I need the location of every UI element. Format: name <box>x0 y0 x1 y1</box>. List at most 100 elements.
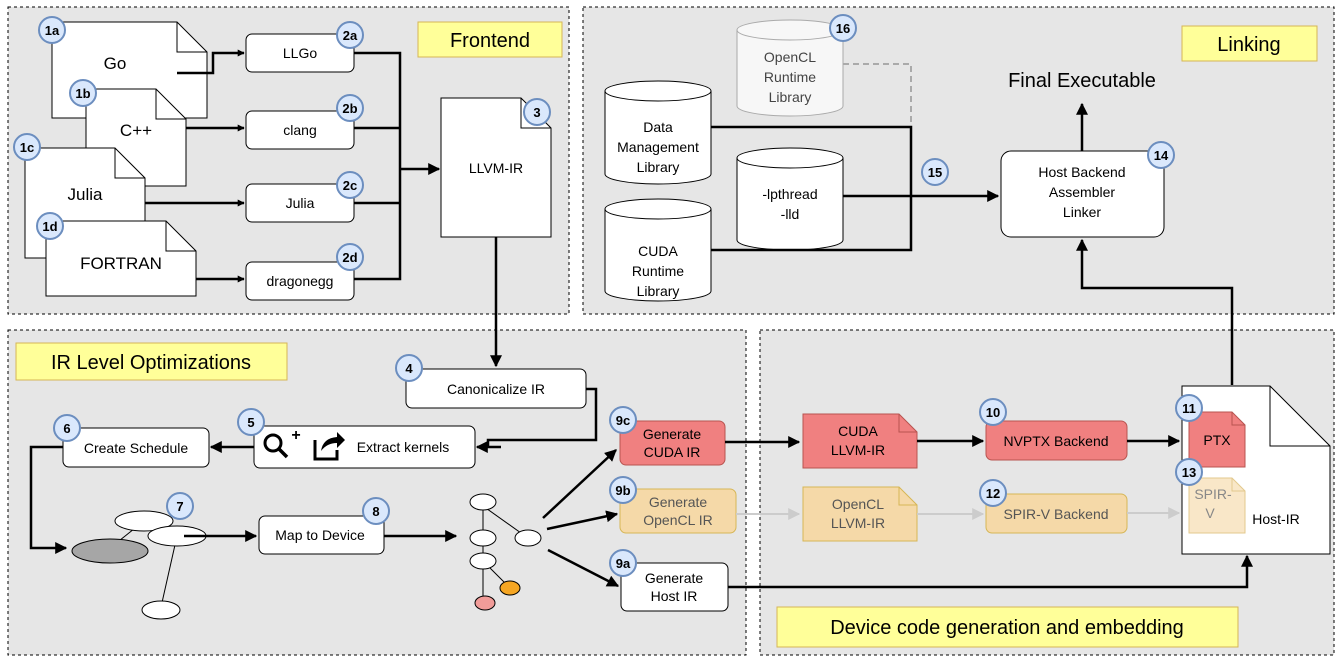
data-management-library <box>604 80 712 185</box>
cuda-runtime-line2: Runtime <box>632 263 684 279</box>
host-ir-fold <box>1269 386 1330 447</box>
llvm-ir-doc-fold <box>520 98 551 129</box>
arrow-to-gen-host <box>547 548 620 588</box>
cpp-source-label: C++ <box>120 121 152 140</box>
svg-text:1b: 1b <box>75 86 90 101</box>
badge-11: 11 <box>1175 394 1203 422</box>
badge-2a: 2a <box>336 21 364 49</box>
opencl-runtime-library <box>736 19 844 117</box>
svg-text:1d: 1d <box>42 219 57 234</box>
badge-12: 12 <box>979 479 1007 507</box>
svg-text:9a: 9a <box>616 556 631 571</box>
ptx-label: PTX <box>1203 432 1231 448</box>
svg-text:2c: 2c <box>343 178 357 193</box>
gen-cuda-line1: Generate <box>643 426 702 442</box>
badge-9a: 9a <box>609 549 637 577</box>
linking-label-box <box>1181 25 1318 62</box>
frontend-label-box <box>417 21 563 58</box>
data-mgmt-line2: Management <box>617 139 699 155</box>
svg-text:1a: 1a <box>45 23 60 38</box>
opencl-llvm-fold <box>898 487 917 506</box>
svg-text:1c: 1c <box>20 140 34 155</box>
arrow-to-gen-cuda <box>542 449 617 519</box>
final-executable-label: Final Executable <box>1008 70 1156 92</box>
ir-opt-label: IR Level Optimizations <box>51 352 251 374</box>
host-backend-line2: Assembler <box>1049 184 1115 200</box>
julia-compiler-label: Julia <box>286 195 315 211</box>
badge-6: 6 <box>53 414 81 442</box>
svg-text:9c: 9c <box>616 413 630 428</box>
llvm-ir-label: LLVM-IR <box>469 160 523 176</box>
opencl-runtime-line1: OpenCL <box>764 49 816 65</box>
gen-opencl-line1: Generate <box>649 494 708 510</box>
fortran-source-label: FORTRAN <box>80 254 162 273</box>
extract-kernels-label: Extract kernels <box>357 439 450 455</box>
gen-opencl-line2: OpenCL IR <box>643 512 713 528</box>
svg-text:6: 6 <box>63 421 70 436</box>
arrow-gen-host-to-host-ir <box>728 554 1253 589</box>
spirv-doc-line2: V <box>1205 505 1215 521</box>
llvm-ir-document <box>440 97 552 238</box>
search-plus-icon: + <box>263 427 301 459</box>
ptx-fold <box>1231 412 1245 426</box>
ptx-embedded-document <box>1188 411 1246 468</box>
opencl-llvm-ir-document <box>802 486 918 542</box>
pthread-library <box>736 147 844 251</box>
svg-text:12: 12 <box>986 486 1000 501</box>
svg-text:8: 8 <box>372 504 379 519</box>
svg-text:11: 11 <box>1182 401 1196 416</box>
opencl-runtime-dashed-link <box>843 63 912 126</box>
data-mgmt-line3: Library <box>637 159 680 175</box>
host-ir-label: Host-IR <box>1252 511 1299 527</box>
schedule-graph <box>71 510 207 620</box>
opencl-llvm-line1: OpenCL <box>832 496 884 512</box>
export-share-icon <box>313 432 345 461</box>
ir-opt-label-box <box>15 342 288 381</box>
merge-lines-to-llvm-ir <box>354 51 402 281</box>
julia-doc-fold <box>114 148 145 179</box>
generate-opencl-ir-box <box>619 488 737 534</box>
map-to-device-label: Map to Device <box>275 527 365 543</box>
badge-5: 5 <box>237 408 265 436</box>
opencl-runtime-line3: Library <box>769 89 812 105</box>
arrow-host-ir-to-backend <box>1076 238 1234 385</box>
device-mapped-graph <box>469 493 542 611</box>
arrow-go-to-llgo <box>177 49 245 75</box>
cuda-runtime-line1: CUDA <box>638 243 678 259</box>
opencl-runtime-line2: Runtime <box>764 69 816 85</box>
clang-box <box>245 110 355 150</box>
pthread-line2: -lld <box>781 206 800 222</box>
gen-host-line1: Generate <box>645 570 704 586</box>
svg-text:9b: 9b <box>615 483 630 498</box>
pthread-line1: -lpthread <box>762 186 817 202</box>
arrow-canonicalize-to-extract <box>486 387 598 447</box>
spirv-backend-label: SPIR-V Backend <box>1003 506 1108 522</box>
badge-2c: 2c <box>336 171 364 199</box>
svg-text:7: 7 <box>176 499 183 514</box>
host-backend-line3: Linker <box>1063 204 1101 220</box>
julia-source-label: Julia <box>68 185 104 204</box>
svg-text:5: 5 <box>247 415 254 430</box>
badge-1d: 1d <box>36 212 64 240</box>
llgo-label: LLGo <box>283 45 317 61</box>
badge-1a: 1a <box>38 16 66 44</box>
badge-2b: 2b <box>336 94 364 122</box>
svg-text:4: 4 <box>405 361 413 376</box>
device-label-box <box>776 606 1239 648</box>
libraries-merge-lines <box>711 125 913 252</box>
spirv-fold <box>1231 478 1245 492</box>
badge-3: 3 <box>523 98 551 126</box>
dragonegg-box <box>245 261 355 301</box>
data-mgmt-line1: Data <box>643 119 673 135</box>
badge-16: 16 <box>829 14 857 42</box>
badge-13: 13 <box>1175 458 1203 486</box>
cpp-doc-fold <box>155 89 186 120</box>
create-schedule-label: Create Schedule <box>84 440 189 456</box>
spirv-embedded-document <box>1188 477 1246 534</box>
svg-text:14: 14 <box>1154 148 1169 163</box>
svg-text:3: 3 <box>533 105 540 120</box>
cuda-llvm-line1: CUDA <box>838 423 878 439</box>
svg-text:2b: 2b <box>342 101 357 116</box>
cuda-runtime-line3: Library <box>637 283 680 299</box>
